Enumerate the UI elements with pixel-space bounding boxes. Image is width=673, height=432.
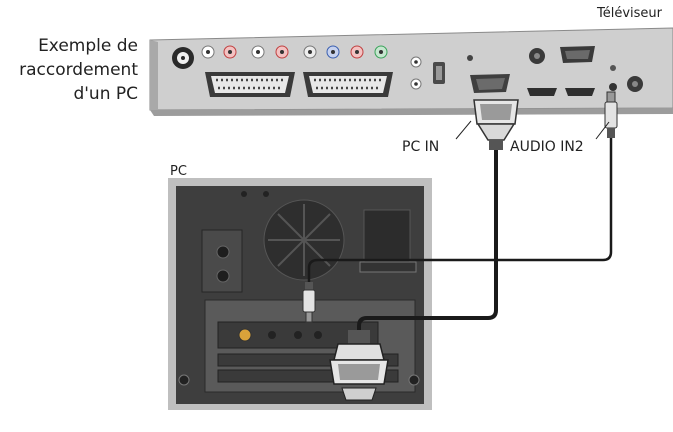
audio-plug-tv [604,91,618,138]
pc-tower [168,178,432,410]
antenna-connector-icon [172,47,194,69]
audio-pointer [595,121,610,140]
scart-connector-2 [303,72,393,97]
tv-label: Téléviseur [597,6,662,21]
pc-label: PC [170,164,187,179]
vga-plug-tv [473,99,519,150]
vga-plug-pc [329,330,389,401]
scart-connector-1 [205,72,295,97]
caption-line-1: Exemple de [38,36,138,56]
rca-jacks [201,45,388,59]
caption-line-2: raccordement [19,60,138,80]
vga-cable [357,150,498,330]
caption: Exemple de raccordement d'un PC [8,34,138,106]
hdmi-ports [527,88,595,96]
tv-vga-port [470,74,510,93]
caption-line-3: d'un PC [73,84,138,104]
pcin-pointer [455,120,472,140]
audio-in2-label: AUDIO IN2 [510,139,584,155]
service-ports [529,46,643,92]
audio-plug-pc [302,282,316,323]
audio-cable [307,138,613,282]
audio-jacks-small [410,55,473,90]
pc-in-label: PC IN [402,139,440,155]
